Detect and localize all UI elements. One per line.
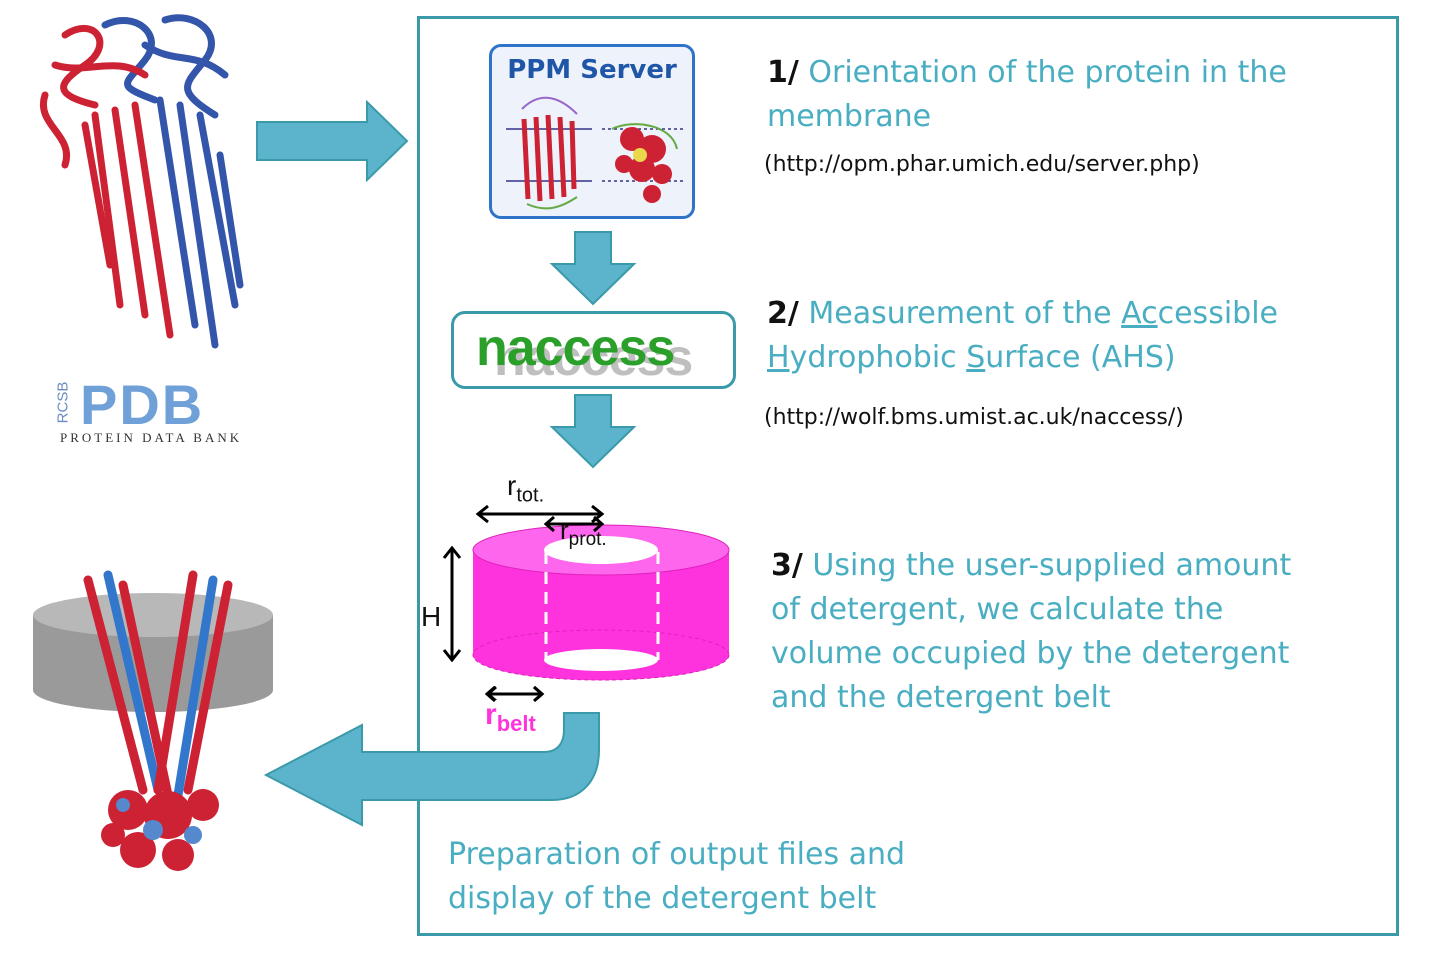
- step-3-line3: volume occupied by the detergent: [771, 636, 1290, 671]
- step-2-part-d: H: [767, 340, 790, 375]
- belt-arrow-icon: [484, 685, 545, 703]
- output-line2: display of the detergent belt: [448, 881, 877, 916]
- r-belt-subscript: belt: [496, 711, 536, 736]
- rcsb-vertical-text: RCSB: [54, 381, 72, 424]
- step-2-part-b: Ac: [1121, 296, 1158, 331]
- r-belt-label: rbelt: [485, 698, 536, 737]
- step-1-url: (http://opm.phar.umich.edu/server.php): [764, 152, 1200, 177]
- naccess-label: naccess: [476, 319, 675, 377]
- step-3-number: 3/: [771, 548, 803, 583]
- detergent-belt-diagram: [472, 504, 730, 700]
- naccess-shadow-text: naccess: [494, 329, 693, 387]
- step-1-line2: membrane: [767, 99, 932, 134]
- pdb-letters: PDB: [80, 373, 205, 436]
- r-belt-symbol: r: [485, 698, 497, 731]
- height-arrow-icon: [442, 545, 462, 663]
- pdb-subtitle: PROTEIN DATA BANK: [60, 430, 243, 445]
- output-line1: Preparation of output files and: [448, 837, 906, 872]
- r-prot-subscript: prot.: [568, 529, 607, 551]
- step-3-text: 3/ Using the user-supplied amount of det…: [771, 544, 1381, 720]
- r-tot-label: rtot.: [507, 470, 544, 508]
- workflow-frame: [417, 16, 1399, 936]
- step-2-text: 2/ Measurement of the Accessible Hydroph…: [767, 292, 1387, 380]
- r-prot-symbol: r: [560, 515, 569, 545]
- step-2-part-g: urface (AHS): [985, 340, 1176, 375]
- step-3-line2: of detergent, we calculate the: [771, 592, 1224, 627]
- protein-structure-image: [39, 14, 244, 349]
- pdb-logo: RCSB PDB PROTEIN DATA BANK: [54, 373, 298, 448]
- curved-return-arrow-icon: [263, 712, 600, 827]
- step-1-line1: Orientation of the protein in the: [808, 55, 1287, 90]
- step-2-url: (http://wolf.bms.umist.ac.uk/naccess/): [764, 405, 1184, 430]
- step-3-line1: Using the user-supplied amount: [812, 548, 1292, 583]
- down-arrow-icon: [549, 394, 637, 469]
- step-3-line4: and the detergent belt: [771, 680, 1111, 715]
- membrane-protein-icon: [506, 96, 684, 210]
- step-2-number: 2/: [767, 296, 799, 331]
- down-arrow-icon: [549, 231, 637, 306]
- ppm-server-title: PPM Server: [507, 55, 677, 85]
- step-2-part-e: ydrophobic: [789, 340, 967, 375]
- right-arrow-icon: [256, 100, 409, 182]
- step-2-part-c: cessible: [1157, 296, 1278, 331]
- r-tot-symbol: r: [507, 470, 517, 501]
- output-text: Preparation of output files and display …: [448, 833, 1048, 921]
- protein-with-detergent-image: [33, 570, 273, 871]
- step-2-part-a: Measurement of the: [808, 296, 1122, 331]
- step-2-part-f: S: [966, 340, 986, 375]
- height-label: H: [421, 601, 442, 632]
- r-prot-label: rprot.: [560, 515, 607, 551]
- naccess-box: naccess naccess: [451, 311, 736, 389]
- ppm-server-box: PPM Server: [489, 44, 695, 219]
- step-1-text: 1/ Orientation of the protein in the mem…: [767, 51, 1387, 139]
- step-1-number: 1/: [767, 55, 799, 90]
- r-tot-subscript: tot.: [516, 484, 545, 507]
